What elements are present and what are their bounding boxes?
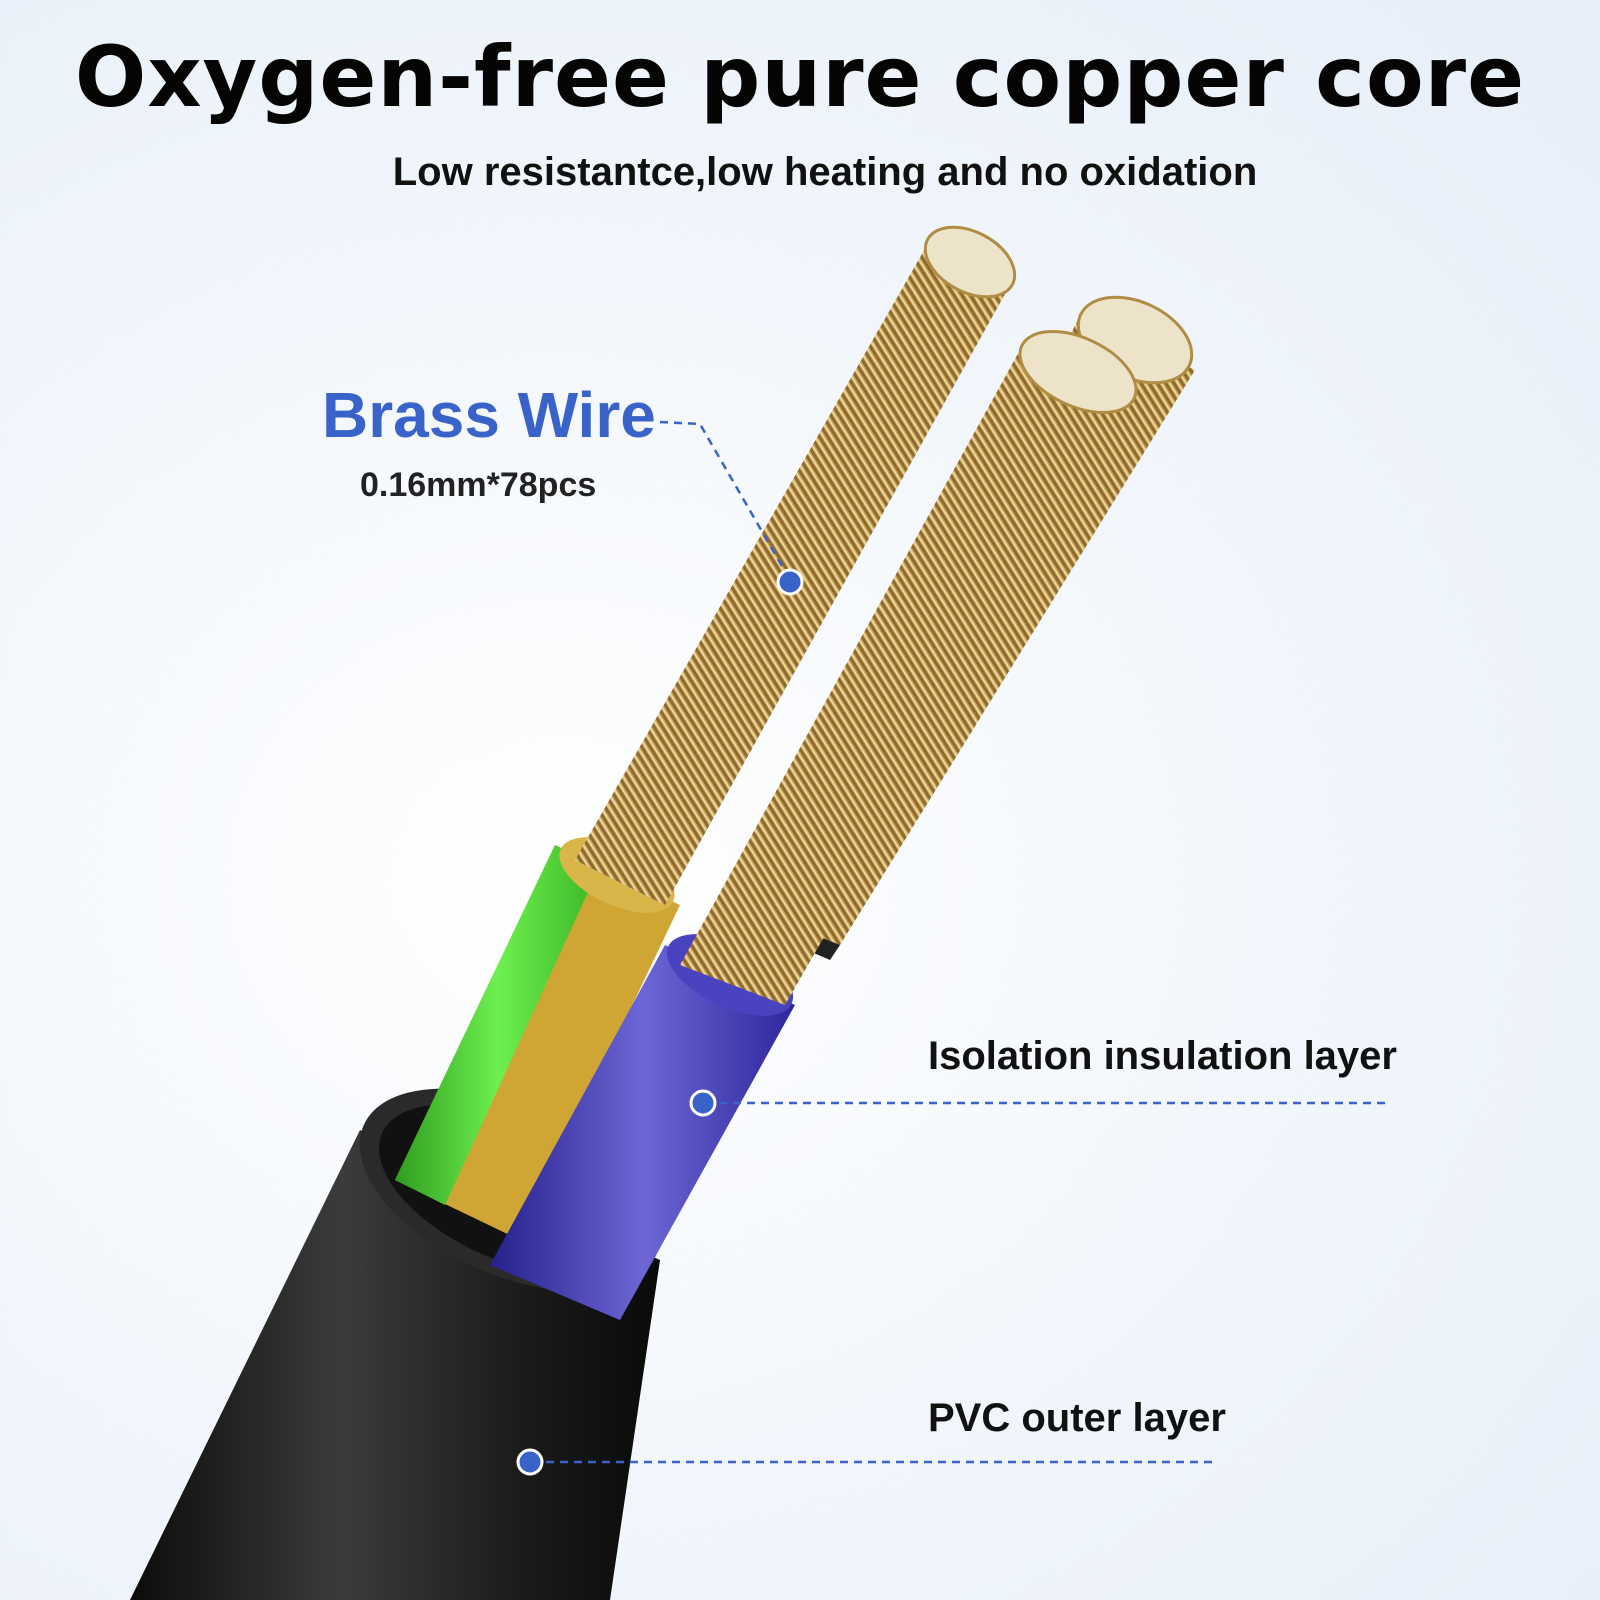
outer-layer-label: PVC outer layer [928,1396,1226,1440]
page-title: Oxygen-free pure copper core [74,28,1526,126]
outer-marker [516,1448,544,1476]
outer-callout [516,1448,1215,1476]
blue-core [490,330,1138,1320]
insulation-marker [689,1089,717,1117]
brass-wire-callout [659,420,804,596]
insulation-callout [689,1089,1388,1117]
brass-wire-title: Brass Wire [322,379,656,451]
page-subtitle: Low resistantce,low heating and no oxida… [392,150,1258,194]
brass-wire-marker [776,568,804,596]
insulation-label: Isolation insulation layer [928,1034,1397,1078]
brass-wire-spec: 0.16mm*78pcs [360,466,597,504]
